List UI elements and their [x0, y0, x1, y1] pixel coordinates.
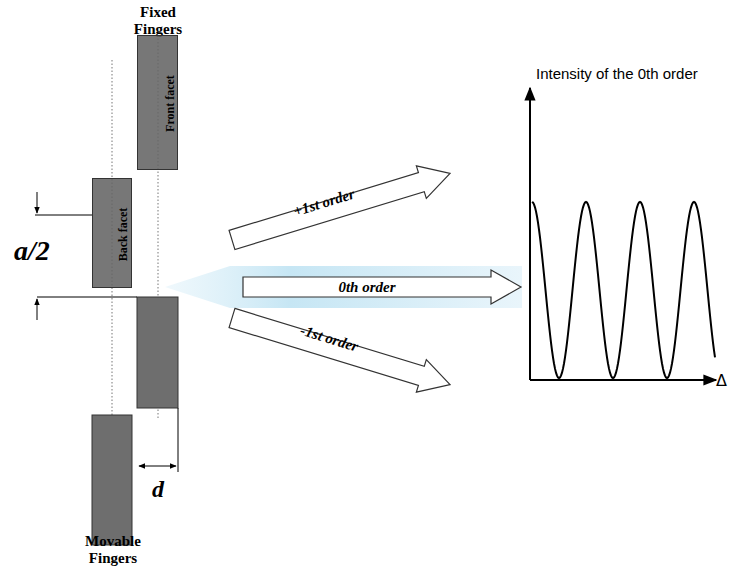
dimension-arrow: [37, 299, 38, 320]
fixed-finger: [137, 297, 178, 408]
hollow-arrow: [227, 302, 455, 401]
y-axis: [529, 88, 531, 380]
dimension-label: a/2: [14, 236, 50, 267]
fixed-finger: Front facet: [137, 35, 178, 170]
diffraction-order-arrow: 0th order: [243, 270, 521, 304]
movable-finger: [92, 415, 132, 545]
axis-label: Δ: [716, 372, 727, 390]
hollow-arrow: [227, 157, 455, 256]
x-axis: [530, 379, 716, 381]
diffraction-order-arrow: -1st order: [227, 302, 455, 401]
order-label: 0th order: [338, 280, 395, 295]
axis-title: Intensity of the 0th order: [536, 66, 698, 83]
dimension-arrow: [139, 466, 176, 467]
arrow-outline: [227, 157, 455, 256]
arrow-outline: [227, 302, 455, 401]
dimension-line: [35, 215, 92, 216]
dimension-line: [37, 297, 137, 298]
movable-finger: Back facet: [92, 178, 132, 288]
dimension-arrow: [37, 192, 38, 213]
arrow-outline: [243, 270, 521, 304]
facet-label: Front facet: [162, 75, 177, 132]
part-label: Fixed Fingers: [123, 4, 193, 39]
facet-label: Back facet: [117, 207, 132, 261]
dimension-line: [178, 408, 179, 472]
incident-beam: [165, 266, 522, 308]
intensity-curve: [532, 202, 715, 378]
dimension-label: d: [152, 476, 164, 502]
part-label: Movable Fingers: [68, 533, 158, 568]
diffraction-order-arrow: +1st order: [227, 157, 455, 256]
